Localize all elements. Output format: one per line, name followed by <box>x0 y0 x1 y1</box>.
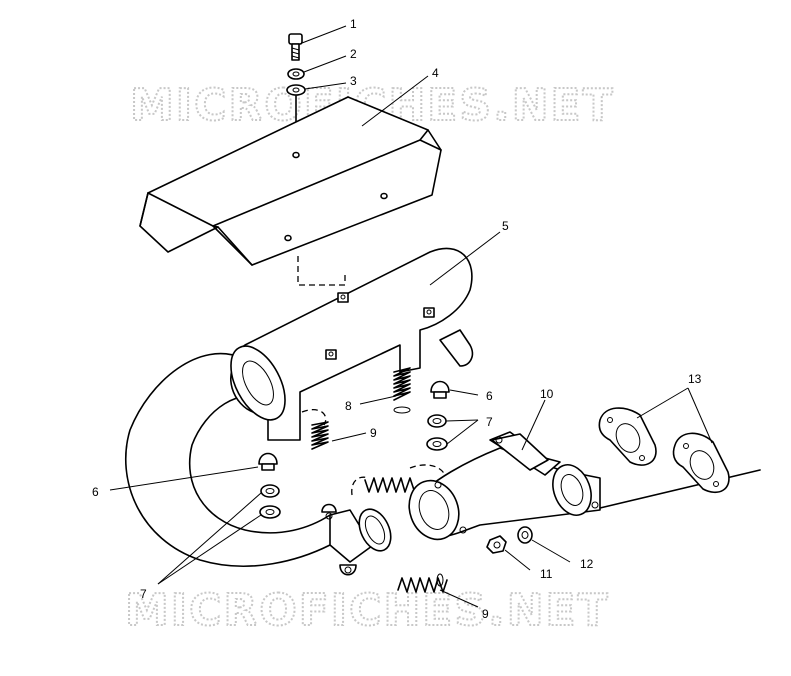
callout-5: 5 <box>502 219 509 233</box>
spring-part-9-upper <box>301 409 329 450</box>
washer-part-7-left-lower <box>259 505 281 519</box>
muffler-part-5 <box>230 247 474 441</box>
callout-8: 8 <box>345 399 352 413</box>
callout-10: 10 <box>540 387 554 401</box>
callout-6-left: 6 <box>92 485 99 499</box>
spring-part-9-middle <box>351 464 446 496</box>
washer-part-3 <box>286 84 306 96</box>
callout-3: 3 <box>350 74 357 88</box>
callout-6-right: 6 <box>486 389 493 403</box>
spring-part-8 <box>393 367 411 414</box>
washer-part-7-right-lower <box>426 437 448 451</box>
exhaust-pipe <box>125 352 392 576</box>
callout-7-left: 7 <box>140 587 147 601</box>
callout-1: 1 <box>350 17 357 31</box>
callout-11: 11 <box>540 567 553 581</box>
watermark-bottom: MICROFICHES.NET <box>125 585 610 636</box>
callout-9-lower: 9 <box>482 607 489 621</box>
heat-shield-part-4 <box>139 96 442 266</box>
callout-13: 13 <box>688 372 702 386</box>
manifold-centerline <box>599 469 761 509</box>
washer-part-12 <box>517 526 533 544</box>
nut-part-11 <box>486 535 507 554</box>
bolt-part-1 <box>288 33 303 61</box>
gasket-part-13-front <box>598 407 657 466</box>
gasket-part-13-rear <box>672 432 730 494</box>
shield-mount-hidden-line <box>297 256 346 286</box>
callout-7-right: 7 <box>486 415 493 429</box>
callout-4: 4 <box>432 66 439 80</box>
leader-lines <box>109 25 713 608</box>
spring-part-9-lower <box>397 573 448 593</box>
callout-9-upper: 9 <box>370 426 377 440</box>
exhaust-manifold-part-10 <box>408 431 601 541</box>
grommet-part-6-left <box>258 452 278 471</box>
callout-2: 2 <box>350 47 357 61</box>
callout-12: 12 <box>580 557 594 571</box>
washer-part-7-right-upper <box>427 414 447 428</box>
washer-part-7-left-upper <box>260 484 280 498</box>
grommet-part-6-right <box>430 380 450 399</box>
lock-washer-part-2 <box>287 68 305 80</box>
